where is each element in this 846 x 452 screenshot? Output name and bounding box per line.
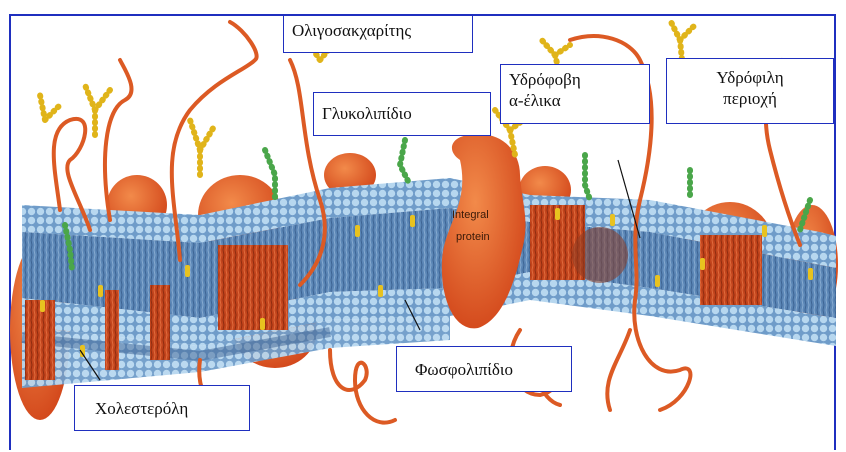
label-oligosaccharide-text: Ολιγοσακχαρίτης [292,21,411,40]
label-phospholipid-text: Φωσφολιπίδιο [415,360,513,379]
label-hydrophobic-line2: α-έλικα [509,90,641,111]
integral-protein-label-line2: protein [456,231,490,243]
label-glycolipid-text: Γλυκολιπίδιο [322,104,412,123]
label-hydrophilic-line2: περιοχή [675,88,825,109]
label-hydrophilic-region: Υδρόφιλη περιοχή [666,58,834,124]
label-cholesterol-text: Χολεστερόλη [95,399,188,418]
label-cholesterol: Χολεστερόλη [74,385,250,431]
integral-protein-label-line1: Integral [452,209,489,221]
label-glycolipid: Γλυκολιπίδιο [313,92,491,136]
label-phospholipid: Φωσφολιπίδιο [396,346,572,392]
label-hydrophilic-line1: Υδρόφιλη [675,67,825,88]
label-oligosaccharide: Ολιγοσακχαρίτης [283,15,473,53]
label-hydrophobic-helix: Υδρόφοβη α-έλικα [500,64,650,124]
label-hydrophobic-line1: Υδρόφοβη [509,69,641,90]
